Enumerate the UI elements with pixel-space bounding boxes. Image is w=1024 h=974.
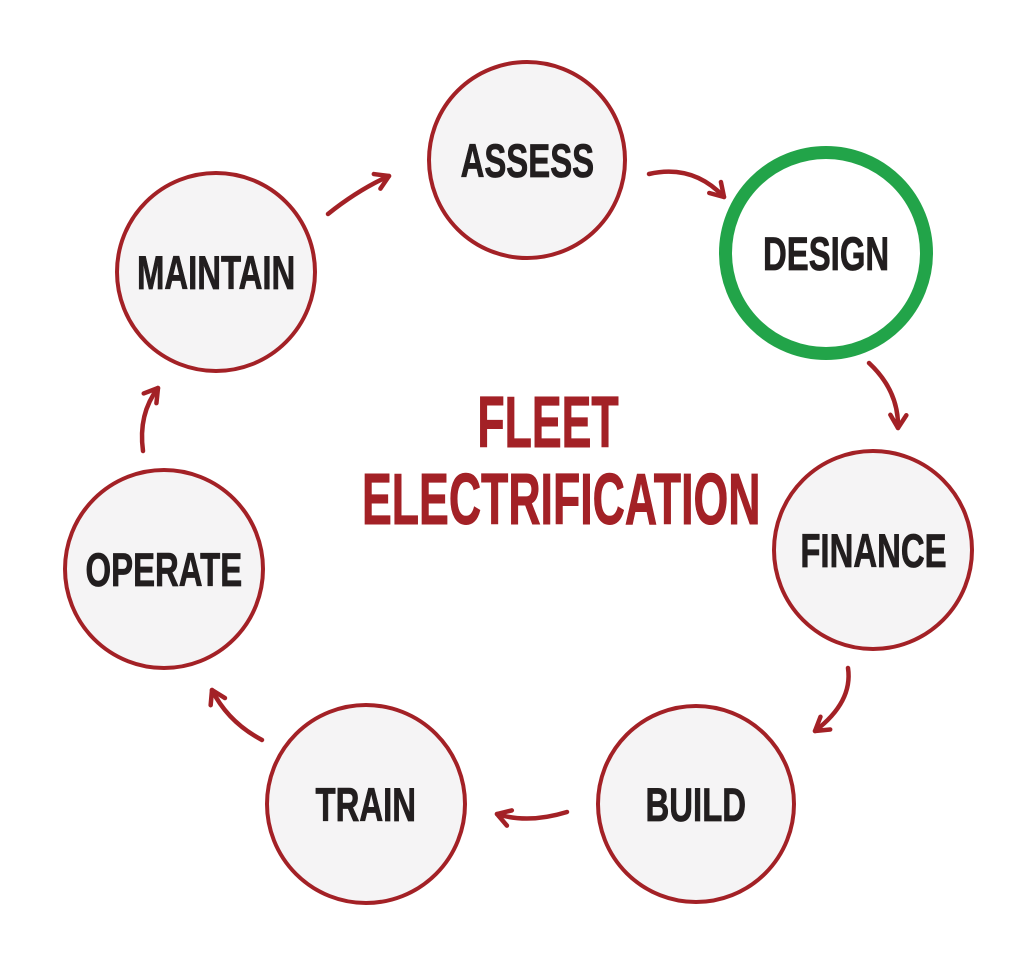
stage-circle-finance: FINANCE [772,449,974,651]
diagram-title-line-1: FLEET [477,383,619,463]
stage-circle-build: BUILD [596,704,796,904]
arrow-design-to-finance-icon [866,360,909,431]
stage-label-assess: ASSESS [460,133,594,187]
stage-circle-assess: ASSESS [427,60,627,260]
stage-label-design: DESIGN [762,226,890,280]
arrow-assess-to-design-icon [646,169,727,200]
stage-circle-design-highlighted: DESIGN [719,146,933,360]
stage-circle-operate: OPERATE [63,468,265,670]
stage-label-maintain: MAINTAIN [136,245,296,299]
stage-label-operate: OPERATE [85,542,243,596]
stage-label-finance: FINANCE [799,523,947,577]
stage-circle-maintain: MAINTAIN [115,171,317,373]
stage-label-train: TRAIN [315,777,417,831]
diagram-title: FLEET ELECTRIFICATION [362,383,761,540]
diagram-title-line-2: ELECTRIFICATION [362,460,761,540]
stage-circle-train: TRAIN [265,703,467,905]
arrow-train-to-operate-icon [208,687,265,743]
arrow-maintain-to-assess-icon [325,171,392,217]
arrow-finance-to-build-icon [812,665,851,734]
arrow-operate-to-maintain-icon [139,385,161,454]
arrow-build-to-train-icon [494,808,570,828]
stage-label-build: BUILD [645,777,747,831]
